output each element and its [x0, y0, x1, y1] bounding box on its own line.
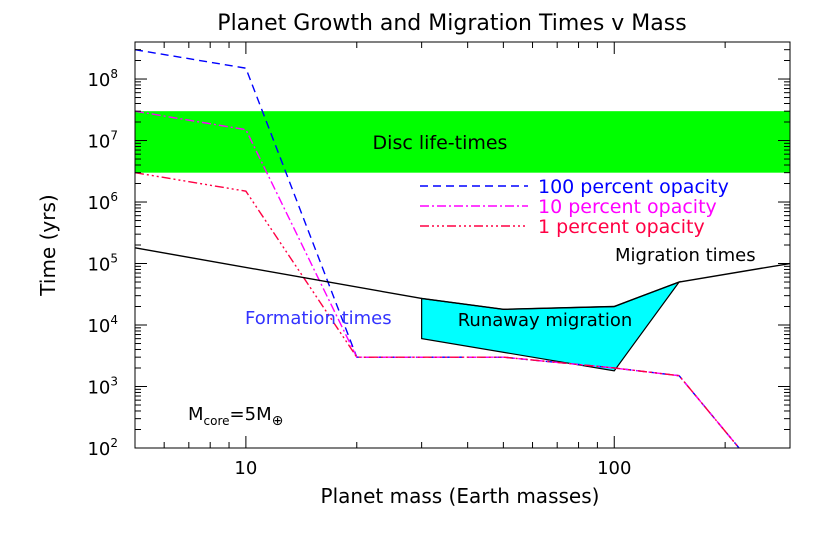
- y-tick-label: 103: [87, 375, 118, 399]
- formation-times-label: Formation times: [245, 308, 392, 329]
- legend-entry: 10 percent opacity: [538, 196, 717, 218]
- series-layer: [135, 48, 790, 448]
- series-10-percent-opacity: [135, 110, 740, 448]
- y-tick-label: 102: [87, 436, 118, 460]
- x-tick-label: 100: [597, 458, 631, 479]
- series-1-percent-opacity: [135, 171, 740, 448]
- y-tick-label: 105: [87, 252, 118, 276]
- y-axis-label: Time (yrs): [36, 194, 60, 296]
- series-migration-times: [135, 247, 790, 311]
- legend-entry: 1 percent opacity: [538, 216, 705, 238]
- y-tick-label: 108: [87, 67, 118, 91]
- y-tick-label: 107: [87, 129, 118, 153]
- mcore-label: Mcore=5M⊕: [188, 404, 283, 429]
- y-tick-label: 104: [87, 313, 118, 337]
- y-tick-label: 106: [87, 190, 118, 214]
- band-label: Disc life-times: [373, 132, 508, 154]
- axis-layer: 10 100 102 103 104 105 106 107 108: [87, 41, 791, 479]
- legend-entry: 100 percent opacity: [538, 176, 729, 198]
- migration-times-label: Migration times: [615, 245, 756, 266]
- region-label: Runaway migration: [458, 310, 633, 331]
- band-layer: Disc life-times: [135, 111, 790, 173]
- x-axis-label: Planet mass (Earth masses): [321, 484, 600, 508]
- chart-title: Planet Growth and Migration Times v Mass: [217, 11, 686, 36]
- x-tick-label: 10: [234, 458, 257, 479]
- disc-lifetime-band: [135, 111, 790, 173]
